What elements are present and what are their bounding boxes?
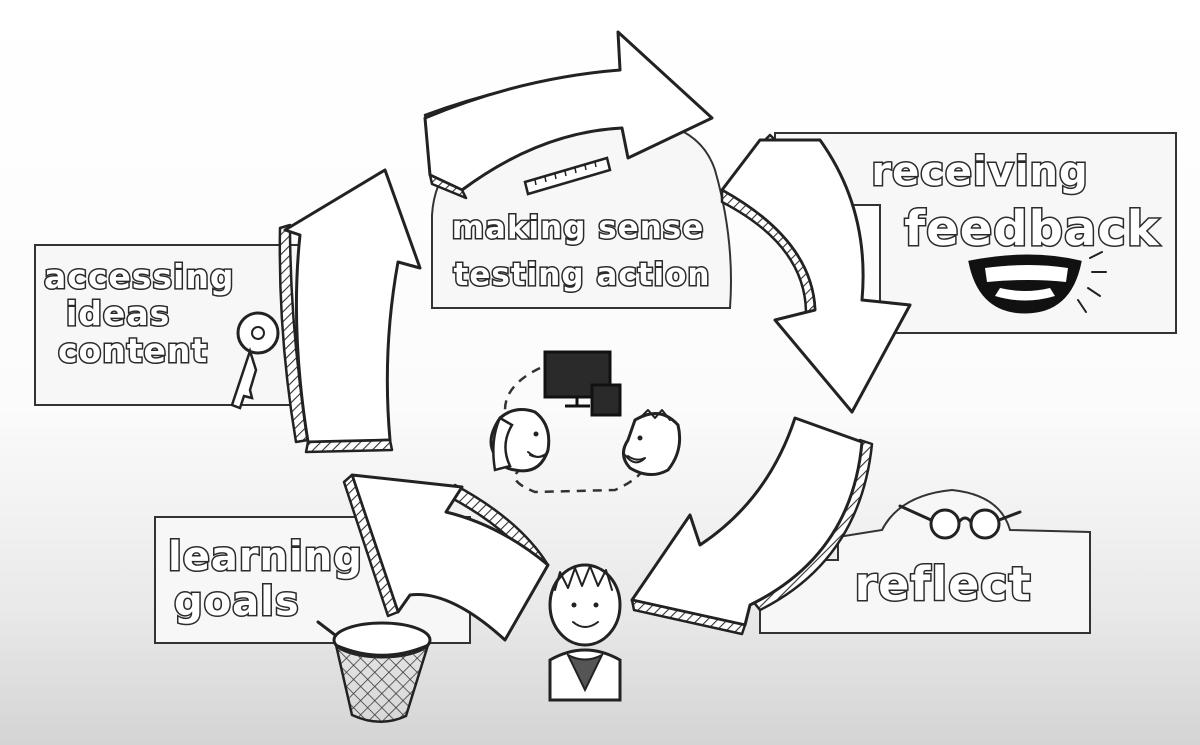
glasses-icon (898, 504, 1022, 540)
step-label-line: receiving (871, 149, 1088, 195)
cycle-arrow-left (278, 168, 422, 454)
people-with-computer-icon (489, 350, 682, 494)
student-figure-icon (548, 563, 622, 702)
step-label-line: feedback (904, 201, 1160, 257)
step-label-line: making sense (452, 210, 705, 246)
step-box-reflect (759, 488, 1091, 634)
ruler-icon (523, 156, 612, 196)
step-label-line: reflect (854, 557, 1031, 611)
step-label-receiving-feedback: receiving feedback (870, 148, 1160, 259)
step-label-accessing-ideas: accessing ideas content (43, 256, 235, 372)
step-label-line: learning (168, 534, 363, 580)
cycle-arrow-top (423, 30, 714, 200)
cycle-arrow-bottom-left (342, 473, 550, 642)
step-label-line: ideas (66, 294, 170, 333)
step-label-line: testing action (454, 257, 711, 293)
step-label-line: content (58, 331, 208, 370)
key-icon (230, 311, 280, 410)
step-label-learning-goals: learning goals (167, 533, 364, 627)
smiling-mouth-icon (968, 251, 1107, 314)
basketball-net-icon (316, 620, 432, 723)
step-label-reflect: reflect (853, 556, 1032, 613)
cycle-arrow-bottom-right (630, 416, 874, 636)
step-label-line: goals (174, 579, 300, 625)
cycle-arrow-right (720, 133, 912, 414)
step-label-making-sense: making sense testing action (450, 209, 711, 295)
step-label-line: accessing (44, 257, 234, 296)
